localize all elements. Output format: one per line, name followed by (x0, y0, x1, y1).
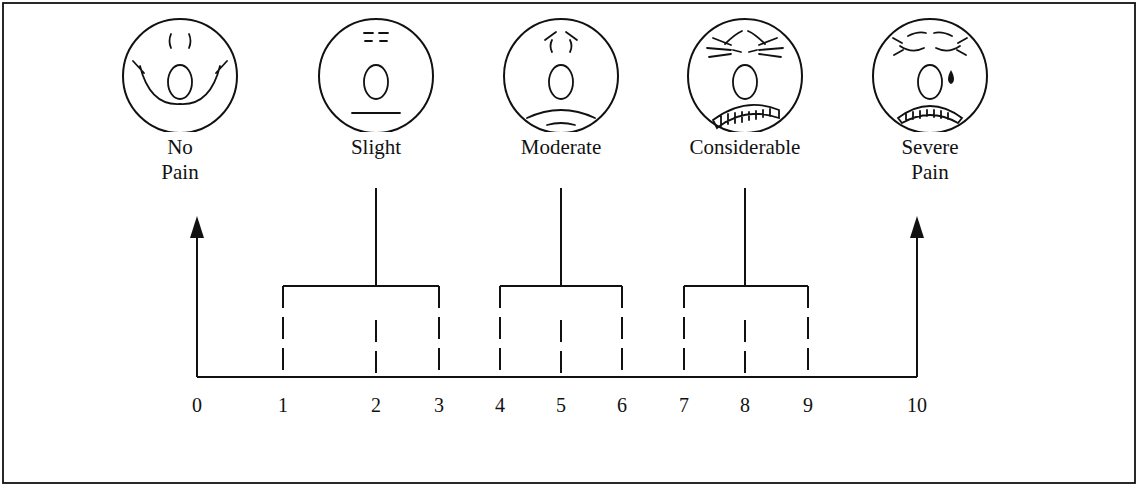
pain-face: Considerable (665, 14, 825, 160)
face-nose (549, 65, 573, 99)
bracket-tick (500, 286, 622, 377)
face-features (133, 34, 227, 104)
scale-number: 9 (803, 393, 813, 417)
face-features (707, 31, 783, 128)
scale-axis (197, 376, 917, 378)
face-circle (688, 19, 802, 132)
face-nose (918, 65, 942, 99)
face-features (527, 32, 595, 125)
face-drawing (850, 14, 1010, 132)
bracket (283, 188, 439, 286)
scale-number: 7 (679, 393, 689, 417)
face-drawing (481, 14, 641, 132)
pain-level-label: Severe Pain (901, 132, 958, 185)
face-circle (873, 19, 987, 132)
pain-face: Moderate (481, 14, 641, 160)
axis-arrow-line (916, 232, 918, 377)
face-drawing (665, 14, 825, 132)
frame (3, 3, 1135, 483)
face-drawing (100, 14, 260, 132)
bracket (500, 188, 622, 286)
scale-number: 4 (495, 393, 505, 417)
face-features (893, 32, 967, 123)
face-features (352, 33, 400, 113)
face-drawing (296, 14, 456, 132)
face-circle (504, 19, 618, 132)
pain-face: Severe Pain (850, 14, 1010, 185)
pain-face: No Pain (100, 14, 260, 185)
face-circle (123, 19, 237, 132)
face-nose (168, 65, 192, 99)
arrowhead (910, 216, 924, 238)
bracket-tick (375, 320, 377, 377)
axis-arrow-line (196, 232, 198, 377)
scale-number: 6 (617, 393, 627, 417)
scale-number: 3 (434, 393, 444, 417)
face-nose (364, 65, 388, 99)
scale-number: 10 (907, 393, 927, 417)
scale-number: 0 (192, 393, 202, 417)
pain-level-label: Slight (351, 132, 401, 160)
tear (948, 70, 954, 84)
pain-level-label: No Pain (161, 132, 198, 185)
pain-level-label: Considerable (690, 132, 801, 160)
bracket-tick (744, 320, 746, 377)
pain-level-label: Moderate (521, 132, 601, 160)
bracket-tick (560, 320, 562, 377)
scale-number: 8 (740, 393, 750, 417)
bracket-tick (684, 286, 808, 377)
bracket (684, 188, 808, 286)
pain-face: Slight (296, 14, 456, 160)
scale-number: 5 (556, 393, 566, 417)
scale-number: 2 (371, 393, 381, 417)
face-nose (733, 65, 757, 99)
face-circle (319, 19, 433, 132)
bracket-tick (283, 286, 439, 377)
arrowhead (190, 216, 204, 238)
scale-number: 1 (278, 393, 288, 417)
